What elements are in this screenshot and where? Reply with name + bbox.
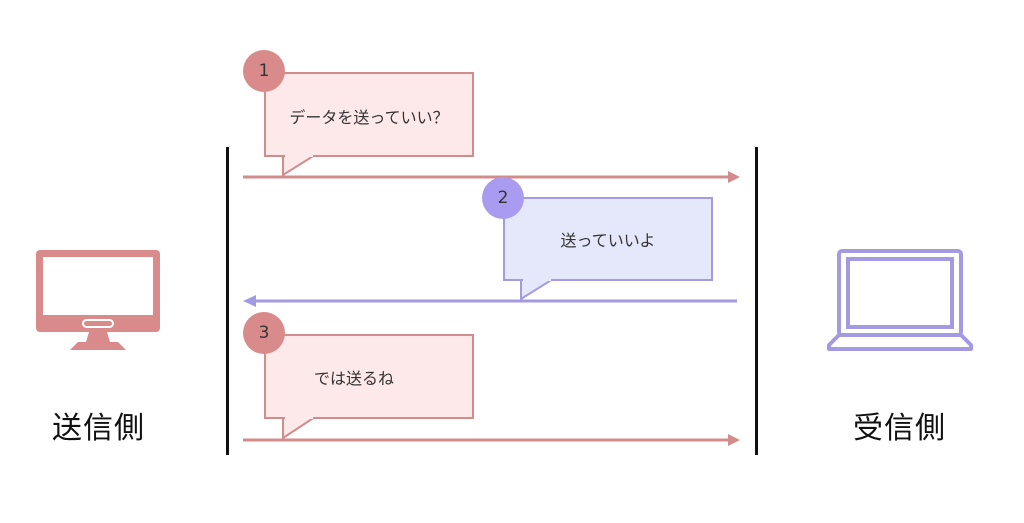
bubble-tail-3 xyxy=(282,416,319,440)
desktop-monitor-icon xyxy=(36,250,160,350)
step-badge-3: 3 xyxy=(243,312,285,354)
message-bubble-1: データを送っていい？ xyxy=(264,72,474,157)
message-text-3: では送るね xyxy=(313,368,394,388)
message-arrow-3 xyxy=(243,434,740,446)
message-text-1: データを送っていい？ xyxy=(289,107,449,127)
bubble-tail-1 xyxy=(282,154,319,177)
message-bubble-2: 送っていいよ xyxy=(503,197,713,281)
receiver-label: 受信側 xyxy=(853,411,946,446)
message-text-2: 送っていいよ xyxy=(560,231,656,250)
message-bubble-3: では送るね xyxy=(264,334,474,419)
message-arrow-1 xyxy=(243,171,740,183)
step-badge-1: 1 xyxy=(243,50,285,92)
receiver-lifeline xyxy=(755,147,758,455)
message-arrow-2 xyxy=(243,295,737,307)
sender-lifeline xyxy=(226,147,229,455)
sender-label: 送信側 xyxy=(52,411,145,446)
step-badge-2: 2 xyxy=(482,177,524,219)
laptop-icon xyxy=(827,249,973,351)
bubble-tail-2 xyxy=(520,278,557,301)
